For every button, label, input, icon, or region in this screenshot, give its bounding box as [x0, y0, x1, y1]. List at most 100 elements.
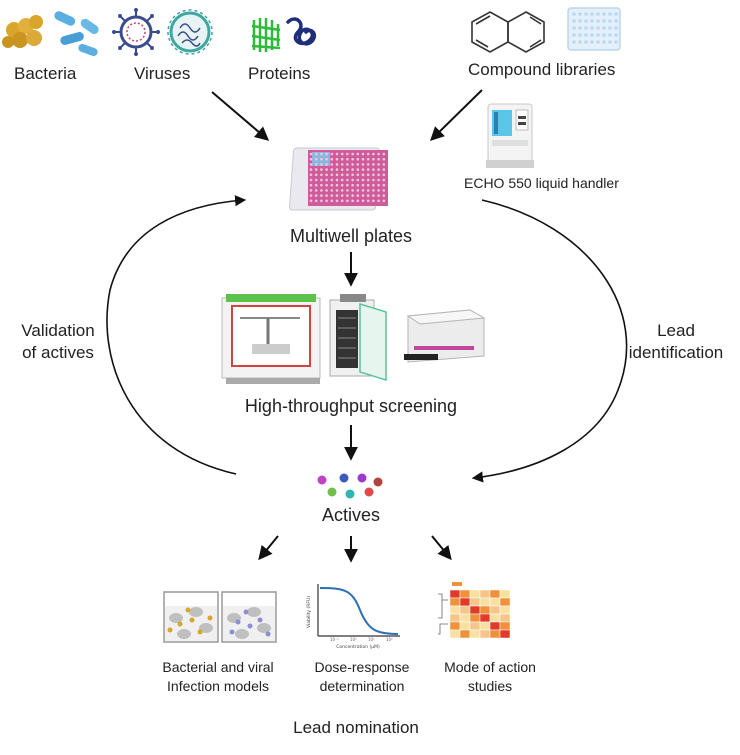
- well: [361, 168, 365, 171]
- well: [340, 194, 344, 197]
- well: [608, 12, 612, 16]
- well: [572, 26, 576, 30]
- well: [602, 12, 606, 16]
- virus-icon: [112, 8, 213, 56]
- heatmap-cell: [489, 621, 501, 631]
- well: [361, 152, 365, 156]
- well: [340, 199, 344, 203]
- well: [356, 168, 360, 171]
- label-dose-response: Dose-response determination: [315, 658, 410, 696]
- well: [346, 152, 349, 156]
- well: [309, 194, 313, 197]
- well: [314, 183, 318, 187]
- heatmap-cell: [489, 605, 501, 615]
- well: [614, 40, 618, 44]
- well: [602, 19, 606, 23]
- well: [590, 12, 594, 16]
- well: [309, 163, 313, 166]
- well: [361, 178, 365, 182]
- incubator-icon: [329, 294, 387, 382]
- well: [309, 157, 313, 161]
- well: [351, 183, 354, 187]
- well: [320, 152, 323, 156]
- well: [361, 183, 365, 187]
- heatmap-cell: [469, 613, 481, 623]
- well: [572, 40, 576, 44]
- protein-icon: [251, 17, 317, 52]
- well: [320, 157, 323, 161]
- well: [382, 173, 386, 177]
- well: [335, 194, 339, 197]
- well: [382, 178, 386, 182]
- well: [584, 40, 588, 44]
- heatmap-cell: [479, 597, 491, 607]
- well: [372, 168, 375, 171]
- well: [314, 178, 318, 182]
- heatmap-cell: [449, 621, 461, 631]
- well: [372, 163, 375, 166]
- well: [366, 183, 370, 187]
- well: [325, 152, 328, 156]
- lead-line-1: Lead: [657, 321, 695, 340]
- heatmap-cell: [459, 613, 471, 623]
- heatmap-cell: [459, 621, 471, 631]
- arrow-to-infection: [258, 535, 279, 561]
- well: [351, 199, 354, 203]
- label-lead-identification: Lead identification: [629, 320, 724, 364]
- label-validation-of-actives: Validation of actives: [21, 320, 94, 364]
- well: [320, 194, 323, 197]
- well: [314, 168, 318, 171]
- well: [346, 157, 349, 161]
- moa-line-1: Mode of action: [444, 659, 536, 675]
- well: [335, 152, 339, 156]
- infection-model-beakers-icon: [163, 591, 277, 643]
- well: [351, 194, 354, 197]
- well: [340, 168, 344, 171]
- well: [330, 199, 334, 203]
- well: [309, 178, 313, 182]
- well: [382, 163, 386, 166]
- well: [377, 178, 380, 182]
- heatmap-cell: [479, 629, 491, 639]
- well: [614, 12, 618, 16]
- well: [320, 199, 323, 203]
- well: [314, 194, 318, 197]
- well: [578, 19, 582, 23]
- dose-line-1: Dose-response: [314, 659, 410, 675]
- label-mode-of-action: Mode of action studies: [444, 658, 536, 696]
- well: [314, 189, 318, 192]
- well: [366, 199, 370, 203]
- well: [377, 173, 380, 177]
- well: [356, 194, 360, 197]
- well: [340, 183, 344, 187]
- heatmap-cell: [499, 589, 511, 599]
- well: [330, 183, 334, 187]
- well: [361, 199, 365, 203]
- well: [335, 157, 339, 161]
- heatmap-cell: [469, 605, 481, 615]
- well: [382, 152, 386, 156]
- well: [372, 157, 375, 161]
- well: [382, 194, 386, 197]
- well: [614, 33, 618, 37]
- well: [377, 183, 380, 187]
- well: [314, 157, 318, 161]
- well: [356, 173, 360, 177]
- well: [578, 33, 582, 37]
- well: [346, 189, 349, 192]
- well: [366, 194, 370, 197]
- heatmap-cell: [459, 605, 471, 615]
- heatmap-cell: [469, 589, 481, 599]
- heatmap-cell: [499, 613, 511, 623]
- well: [382, 157, 386, 161]
- well: [351, 157, 354, 161]
- well: [346, 183, 349, 187]
- well: [340, 157, 344, 161]
- well: [330, 189, 334, 192]
- well: [320, 189, 323, 192]
- well: [351, 163, 354, 166]
- well: [309, 183, 313, 187]
- arrow-to-moa: [431, 535, 452, 561]
- svg-text:10¹: 10¹: [368, 637, 375, 642]
- well: [320, 178, 323, 182]
